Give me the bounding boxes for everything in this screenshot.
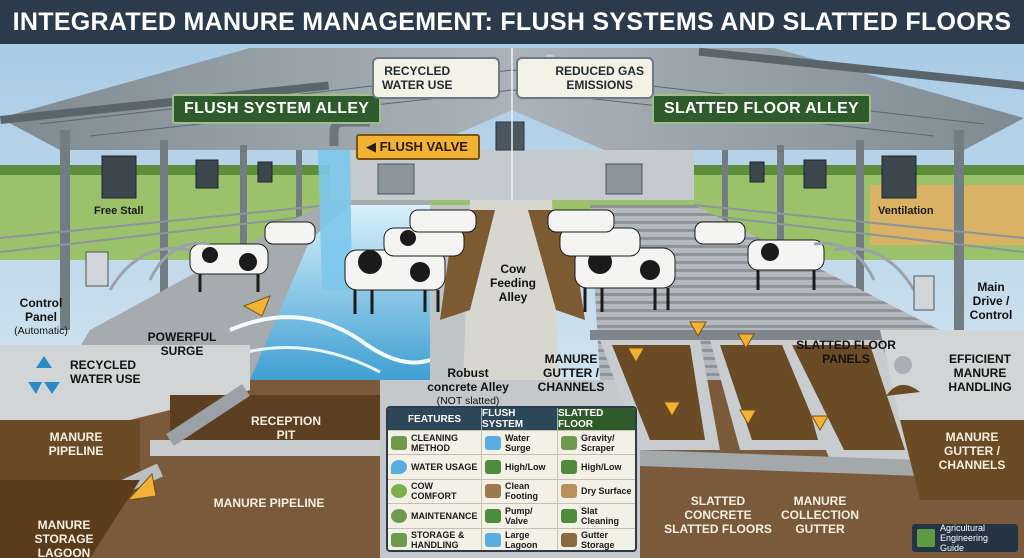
slatted-text: Dry Surface	[581, 486, 632, 497]
main-drive-label: Main Drive / Control	[969, 280, 1013, 322]
table-row: CLEANING METHOD Water Surge Gravity/ Scr…	[388, 430, 635, 455]
efficient-handling-label: EFFICIENT MANURE HANDLING	[948, 352, 1012, 394]
flush-text: Large Lagoon	[505, 530, 538, 551]
water-drop-icon	[391, 460, 407, 475]
section-title-flush: FLUSH SYSTEM ALLEY	[172, 94, 382, 124]
slatted-text: High/Low	[581, 462, 622, 473]
cow-feeding-alley-label: Cow Feeding Alley	[490, 262, 537, 304]
flush-valve-text: FLUSH VALVE	[379, 139, 468, 154]
slatted-floor-panels-label: SLATTED FLOOR PANELS	[796, 338, 896, 366]
brand-logo: Agricultural Engineering Guide	[912, 523, 1018, 553]
gutter-icon	[561, 533, 577, 548]
slatted-concrete-label: SLATTED CONCRETE SLATTED FLOORS	[664, 494, 772, 536]
flush-cell: Water Surge	[481, 431, 557, 455]
feature-cell: COW COMFORT	[388, 480, 481, 503]
cow-group-left	[189, 209, 477, 314]
manure-pipeline-label-left: MANURE PIPELINE	[48, 430, 104, 458]
slatted-text: Slat Cleaning	[581, 505, 620, 526]
section-title-slatted: SLATTED FLOOR ALLEY	[652, 94, 872, 124]
feature-text: STORAGE & HANDLING	[411, 530, 465, 551]
flush-cell: Large Lagoon	[481, 528, 557, 551]
footing-icon	[485, 484, 501, 499]
header-slatted: SLATTED FLOOR	[557, 408, 635, 430]
flush-cell: High/Low	[481, 455, 557, 479]
control-panel-label: Control Panel (Automatic)	[10, 282, 72, 352]
feature-cell: STORAGE & HANDLING	[388, 529, 481, 551]
manure-pile-icon	[886, 356, 920, 396]
up-down-arrows-icon	[485, 460, 501, 475]
slatted-cell: Gravity/ Scraper	[557, 431, 635, 455]
features-table: FEATURES FLUSH SYSTEM SLATTED FLOOR CLEA…	[386, 406, 637, 552]
slatted-text: Gutter Storage	[581, 530, 615, 551]
water-surge-icon	[485, 435, 501, 450]
robust-concrete-label: Robust concrete Alley (NOT slatted)	[418, 352, 518, 422]
header-flush: FLUSH SYSTEM	[481, 408, 557, 430]
scraper-icon	[561, 435, 577, 450]
flush-text: High/Low	[505, 462, 546, 473]
slatted-cell: Gutter Storage	[557, 528, 635, 551]
badge-label: RECYCLED WATER USE	[382, 64, 453, 92]
collection-gutter-label: MANURE COLLECTION GUTTER	[781, 494, 859, 536]
table-row: WATER USAGE High/Low High/Low	[388, 454, 635, 479]
control-panel-text: Control Panel	[19, 296, 63, 324]
up-down-arrows-icon	[561, 460, 577, 475]
smile-icon	[391, 484, 407, 499]
manure-gutter-label-right: MANURE GUTTER / CHANNELS	[938, 430, 1006, 472]
badge-label: REDUCED GAS EMISSIONS	[555, 64, 644, 92]
free-stall-label: Free Stall	[94, 205, 144, 217]
manure-gutter-label-center: MANURE GUTTER / CHANNELS	[537, 352, 605, 394]
reception-pit-label: RECEPTION PIT	[250, 414, 321, 442]
slat-icon	[561, 508, 577, 523]
manure-pipeline-label-bottom: MANURE PIPELINE	[213, 496, 325, 510]
flush-text: Clean Footing	[505, 481, 538, 502]
ventilation-label: Ventilation	[878, 205, 934, 217]
hose-icon	[391, 435, 407, 450]
slatted-cell: Slat Cleaning	[557, 504, 635, 528]
cow-group-right	[547, 209, 825, 312]
feature-cell: MAINTENANCE	[388, 504, 481, 527]
robust-concrete-sub: (NOT slatted)	[436, 395, 500, 407]
gear-icon	[391, 508, 407, 523]
leaf-icon	[917, 529, 935, 547]
recycle-icon	[22, 352, 66, 396]
dry-surface-icon	[561, 484, 577, 499]
slatted-text: Gravity/ Scraper	[581, 432, 615, 453]
header-features: FEATURES	[388, 408, 481, 430]
logo-text: Agricultural Engineering Guide	[940, 523, 989, 553]
slatted-cell: Dry Surface	[557, 479, 635, 504]
feature-text: MAINTENANCE	[411, 510, 478, 521]
table-row: STORAGE & HANDLING Large Lagoon Gutter S…	[388, 527, 635, 551]
recycled-water-label: RECYCLED WATER USE	[70, 358, 141, 386]
slatted-cell: High/Low	[557, 455, 635, 479]
flush-cell: Pump/ Valve	[481, 504, 557, 528]
feature-text: COW COMFORT	[411, 481, 457, 502]
table-row: COW COMFORT Clean Footing Dry Surface	[388, 478, 635, 504]
page-title: INTEGRATED MANURE MANAGEMENT: FLUSH SYST…	[0, 0, 1024, 44]
powerful-surge-label: POWERFUL SURGE	[147, 330, 217, 358]
flush-cell: Clean Footing	[481, 479, 557, 504]
feature-cell: WATER USAGE	[388, 455, 481, 478]
robust-concrete-text: Robust concrete Alley	[427, 366, 509, 394]
reduced-gas-badge: REDUCED GAS EMISSIONS	[516, 57, 654, 99]
flush-valve-label: ◀ FLUSH VALVE	[356, 134, 480, 160]
lagoon-icon	[485, 533, 501, 548]
feature-text: WATER USAGE	[411, 462, 478, 473]
recycled-water-badge: RECYCLED WATER USE	[372, 57, 500, 99]
manure-storage-label: MANURE STORAGE LAGOON	[34, 518, 94, 558]
feature-text: CLEANING METHOD	[411, 432, 458, 453]
table-header: FEATURES FLUSH SYSTEM SLATTED FLOOR	[388, 408, 635, 430]
control-panel-sub: (Automatic)	[14, 325, 68, 337]
flush-text: Water Surge	[505, 432, 531, 453]
feature-cell: CLEANING METHOD	[388, 431, 481, 454]
flush-text: Pump/ Valve	[505, 505, 533, 526]
valve-icon	[485, 508, 501, 523]
table-row: MAINTENANCE Pump/ Valve Slat Cleaning	[388, 503, 635, 528]
storage-icon	[391, 533, 407, 548]
